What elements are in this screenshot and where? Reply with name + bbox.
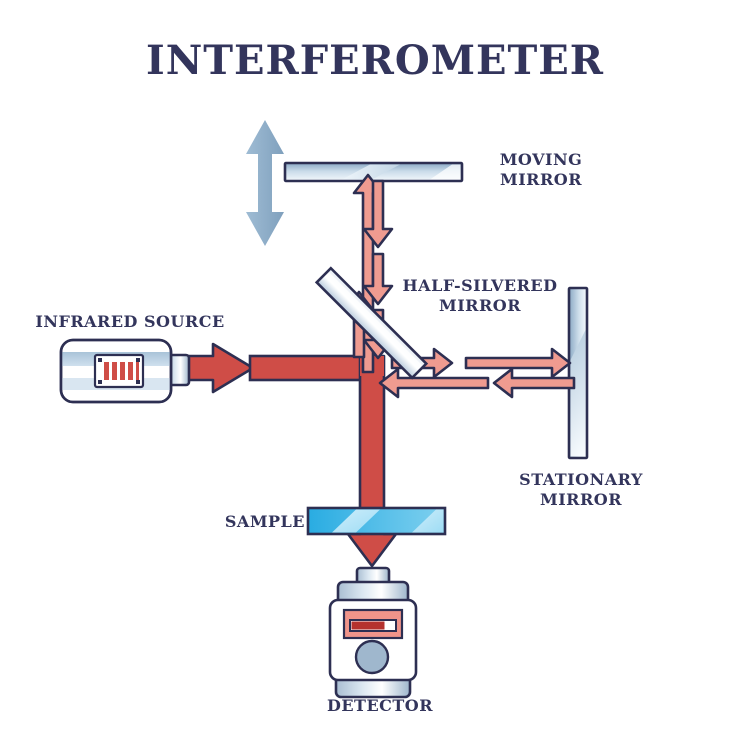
half-silvered-mirror bbox=[314, 266, 429, 380]
page-title: INTERFEROMETER bbox=[145, 37, 604, 84]
infrared-source bbox=[59, 338, 191, 404]
label-stationary-mirror: STATIONARY MIRROR bbox=[519, 470, 643, 509]
moving-mirror bbox=[283, 161, 464, 183]
detector bbox=[328, 566, 418, 699]
source-filament-element bbox=[93, 353, 145, 389]
stationary-mirror bbox=[567, 286, 589, 460]
source-beam bbox=[174, 342, 374, 394]
label-moving-mirror: MOVING MIRROR bbox=[499, 150, 583, 189]
detector-display bbox=[342, 608, 404, 640]
label-half-silvered-mirror: HALF-SILVERED MIRROR bbox=[402, 276, 558, 315]
beam-from-stationary-mirror bbox=[378, 367, 576, 399]
label-detector: DETECTOR bbox=[326, 696, 434, 715]
sample bbox=[306, 506, 447, 536]
label-infrared-source: INFRARED SOURCE bbox=[35, 312, 225, 331]
label-sample: SAMPLE bbox=[224, 512, 305, 531]
moving-mirror-motion-arrow bbox=[246, 120, 284, 246]
